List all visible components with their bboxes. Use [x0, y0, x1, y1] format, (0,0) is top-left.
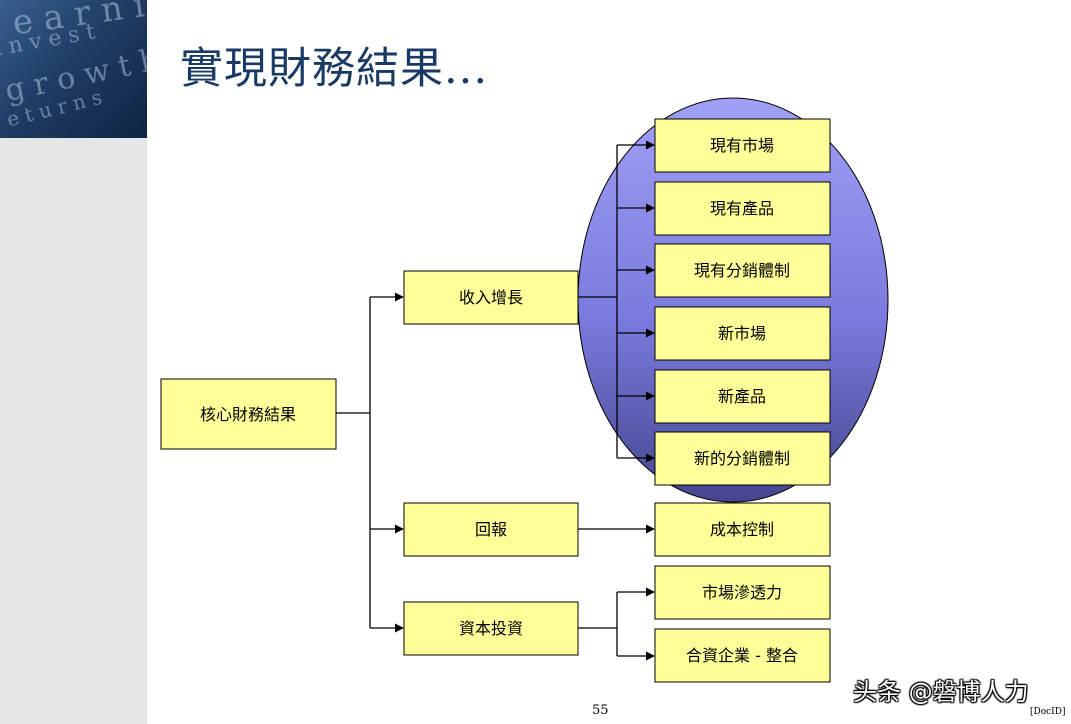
- corner-decorative-image: e a r n i n i n v e s t g r o w t h r e …: [0, 0, 147, 138]
- watermark-text: 头条 @磐博人力: [853, 678, 1029, 706]
- node-root: 核心財務結果: [160, 378, 337, 450]
- node-existing-market-label: 現有市場: [710, 136, 774, 155]
- investment-connectors: [578, 587, 655, 661]
- node-revenue-growth: 收入增長: [403, 270, 579, 325]
- revenue-connectors: [578, 140, 655, 463]
- node-return-label: 回報: [475, 520, 507, 539]
- left-sidebar: e a r n i n i n v e s t g r o w t h r e …: [0, 0, 147, 724]
- node-new-market-label: 新市場: [718, 324, 766, 343]
- node-new-distribution-label: 新的分銷體制: [694, 449, 790, 468]
- node-existing-product-label: 現有產品: [710, 199, 774, 218]
- node-joint-venture-label: 合資企業 - 整合: [686, 646, 798, 665]
- node-existing-market: 現有市場: [654, 118, 831, 173]
- node-capital-investment: 資本投資: [403, 601, 579, 656]
- node-joint-venture: 合資企業 - 整合: [654, 628, 831, 683]
- doc-id: [DocID]: [1030, 707, 1066, 717]
- node-root-label: 核心財務結果: [200, 405, 296, 424]
- node-existing-product: 現有產品: [654, 181, 831, 236]
- node-cost-control-label: 成本控制: [710, 520, 774, 539]
- node-new-distribution: 新的分銷體制: [654, 431, 831, 486]
- node-market-penetration-label: 市場滲透力: [702, 583, 782, 602]
- node-new-market: 新市場: [654, 306, 831, 361]
- page-number: 55: [592, 703, 609, 718]
- node-return: 回報: [403, 502, 579, 557]
- node-revenue-growth-label: 收入增長: [459, 288, 523, 307]
- node-market-penetration: 市場滲透力: [654, 565, 831, 620]
- root-connectors: [336, 292, 404, 633]
- slide-title: 實現財務結果...: [180, 44, 489, 94]
- node-existing-distribution: 現有分銷體制: [654, 243, 831, 298]
- node-cost-control: 成本控制: [654, 502, 831, 557]
- node-capital-investment-label: 資本投資: [459, 619, 523, 638]
- node-existing-distribution-label: 現有分銷體制: [694, 261, 790, 280]
- node-new-product: 新產品: [654, 369, 831, 424]
- node-new-product-label: 新產品: [718, 387, 766, 406]
